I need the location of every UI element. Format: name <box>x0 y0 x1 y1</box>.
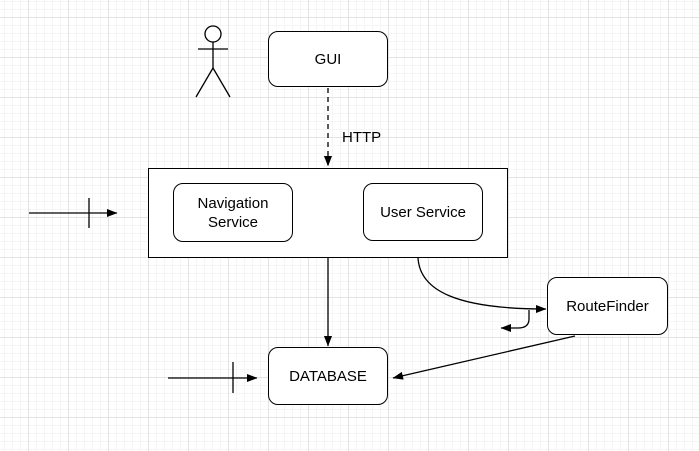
node-route-finder[interactable]: RouteFinder <box>547 277 668 335</box>
node-database-label: DATABASE <box>289 367 367 385</box>
node-user-service-label: User Service <box>380 203 466 221</box>
edge-label-http[interactable]: HTTP <box>342 129 382 146</box>
floating-arrow-into-database[interactable] <box>168 362 258 393</box>
edge-routefinder-database[interactable] <box>392 335 576 380</box>
node-user-service[interactable]: User Service <box>363 183 483 241</box>
node-route-finder-label: RouteFinder <box>566 297 649 315</box>
node-navigation-service-label: Navigation Service <box>197 194 269 231</box>
node-database[interactable]: DATABASE <box>268 347 388 405</box>
floating-arrow-into-services[interactable] <box>29 198 118 228</box>
actor-icon[interactable] <box>195 25 231 98</box>
edge-routefinder-return-hook[interactable] <box>500 310 530 332</box>
edge-user-service-routefinder[interactable] <box>417 257 547 313</box>
node-navigation-service[interactable]: Navigation Service <box>173 183 293 242</box>
node-gui[interactable]: GUI <box>268 31 388 87</box>
node-gui-label: GUI <box>314 50 342 68</box>
